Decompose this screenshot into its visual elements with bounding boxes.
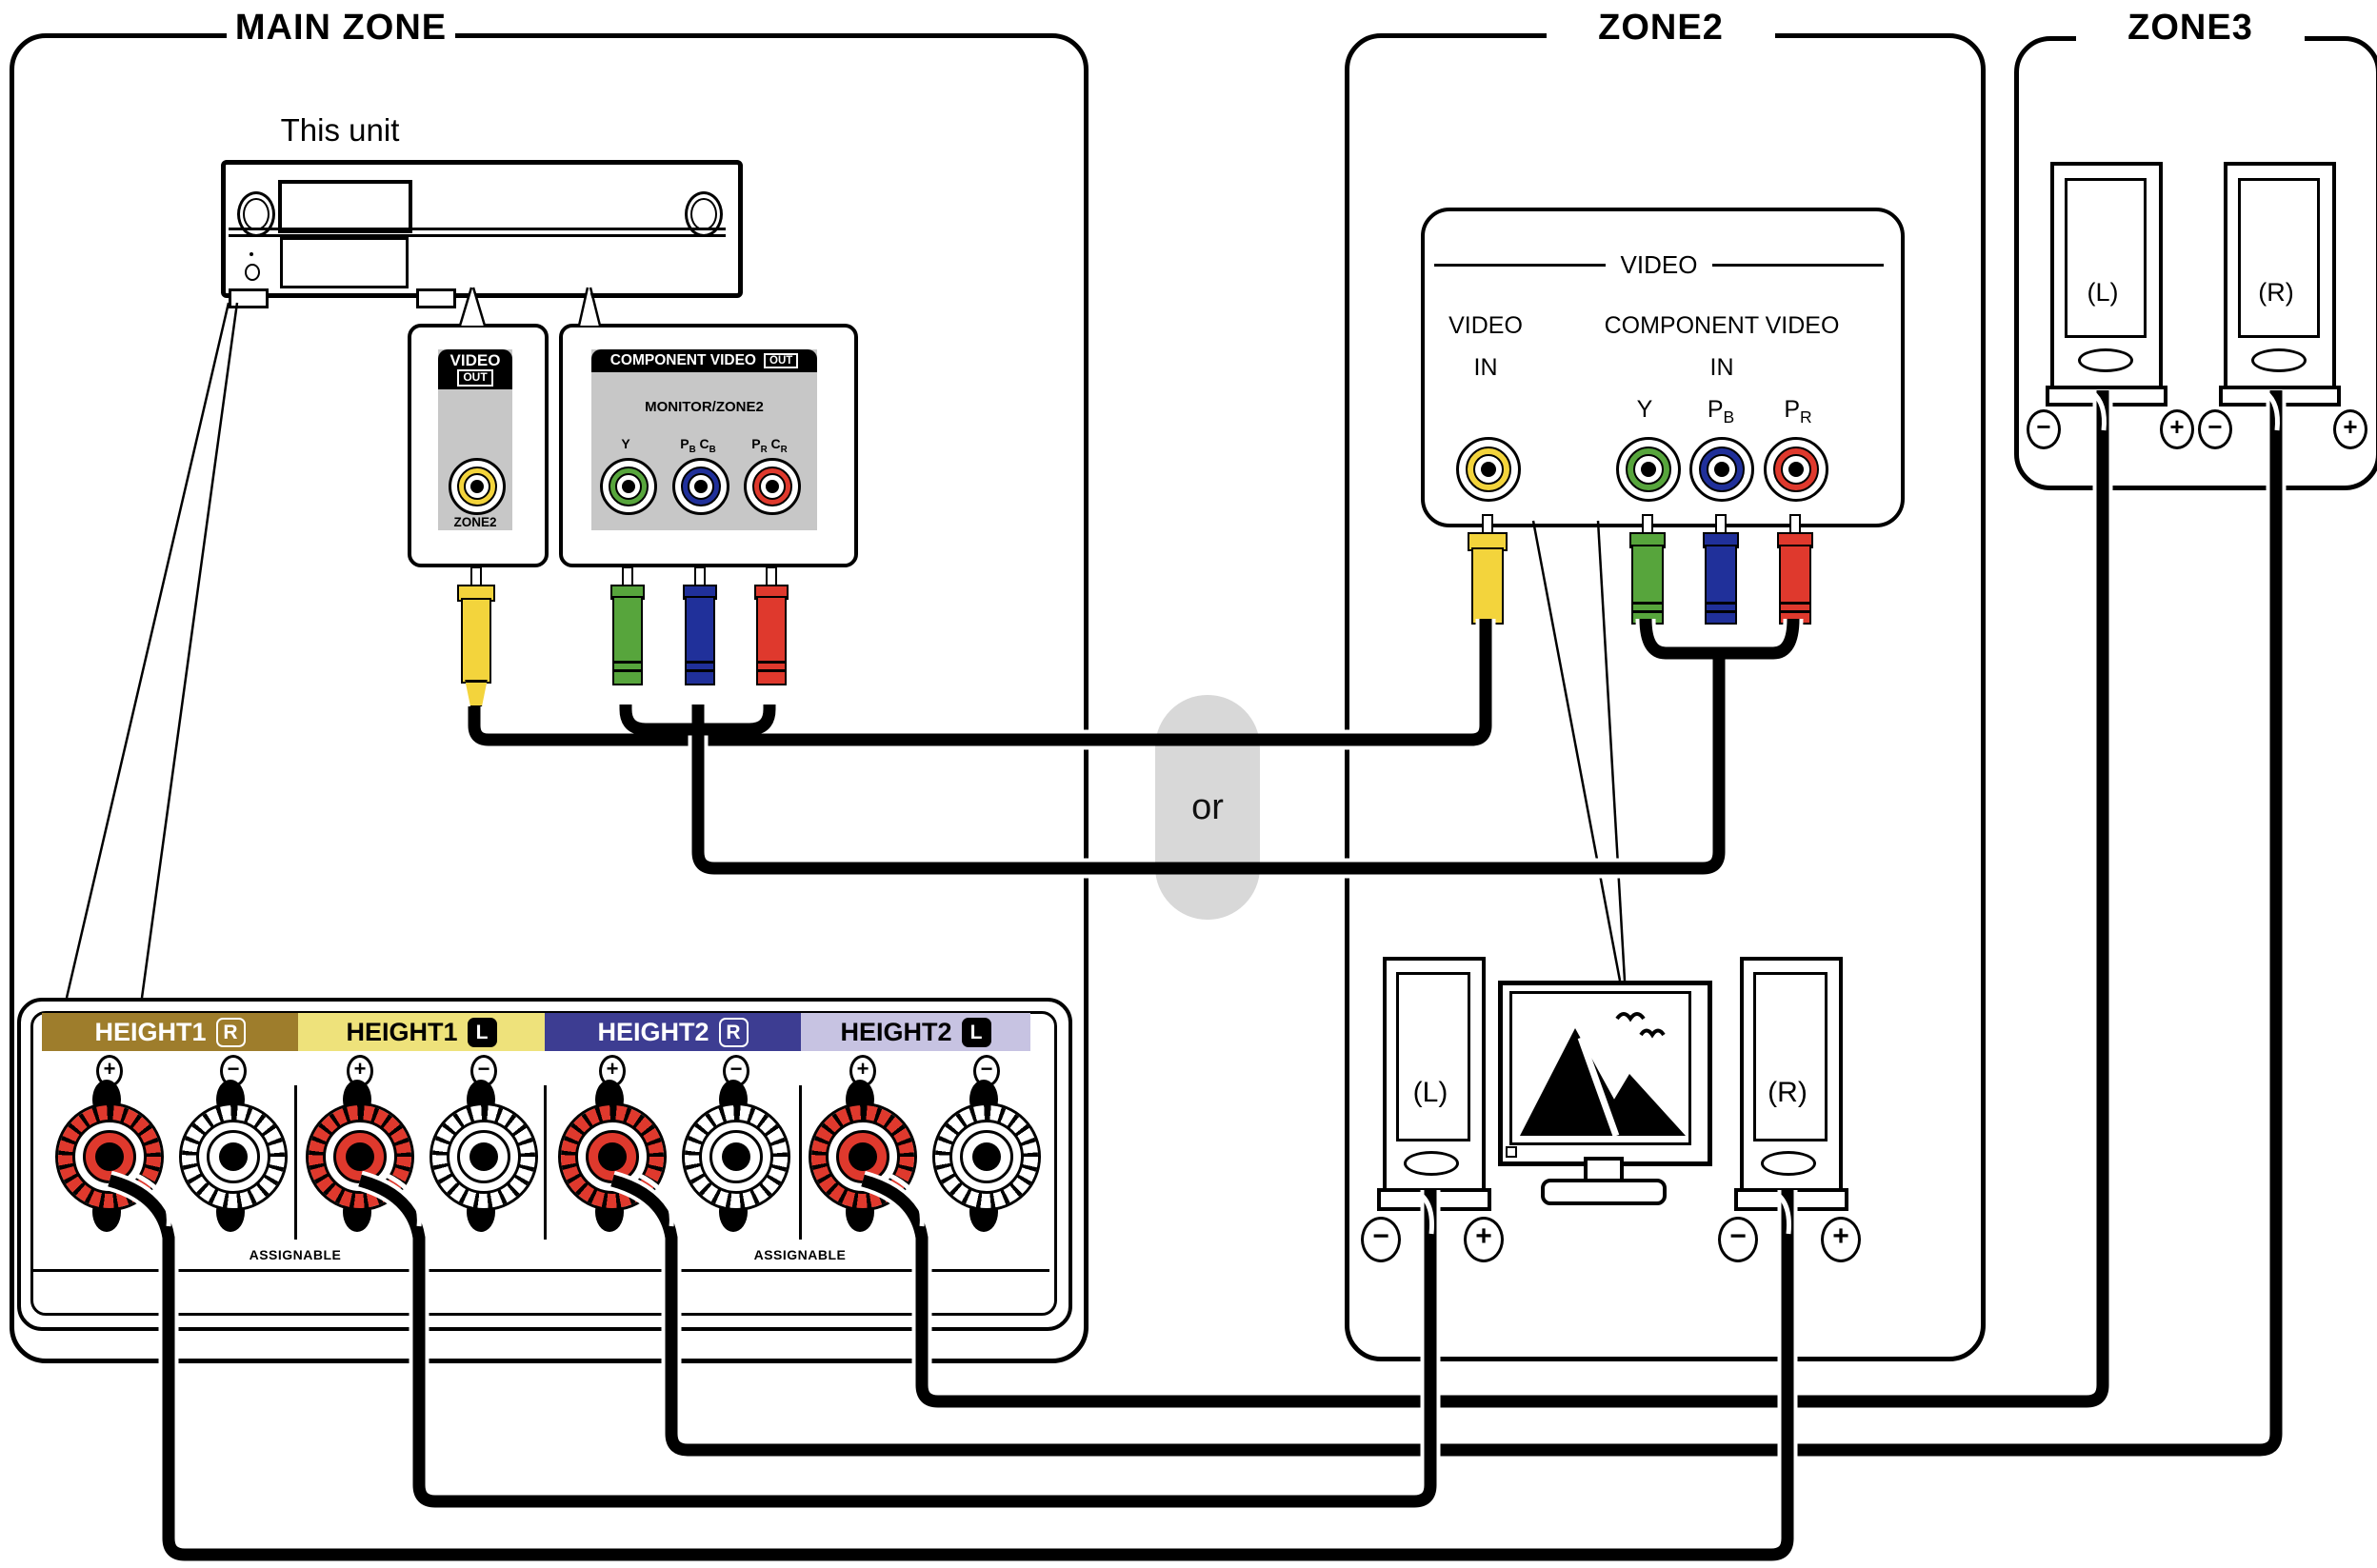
zone2-speaker-right: (R)	[1740, 957, 1843, 1198]
component-out-header: COMPONENT VIDEO OUT	[591, 349, 817, 372]
binding-post-red	[55, 1102, 164, 1211]
binding-post-white	[932, 1102, 1041, 1211]
video-out-badge: OUT	[457, 369, 493, 387]
binding-post-white	[682, 1102, 790, 1211]
video-out-header: VIDEO OUT	[438, 349, 512, 389]
zone2-panel-title-row: VIDEO	[1434, 246, 1885, 284]
receiver-power-icon	[245, 264, 260, 281]
zone3-title: ZONE3	[2076, 6, 2305, 50]
zone3-speaker-right: (R)	[2224, 162, 2336, 393]
zone2-plug-red-body	[1779, 545, 1811, 625]
zone2-label-pr: PR	[1784, 396, 1812, 427]
receiver-body	[221, 160, 743, 298]
zone3-plus-left: +	[2160, 409, 2194, 449]
component-jack-pb	[672, 458, 729, 515]
zone2-speaker-left: (L)	[1383, 957, 1486, 1198]
assignable-label-2: ASSIGNABLE	[753, 1247, 847, 1262]
zone2-component-col-sub: IN	[1709, 354, 1734, 381]
rca-plug-blue-body	[685, 596, 715, 685]
component-jack-y	[600, 458, 657, 515]
zone2-jack-pb	[1689, 437, 1754, 502]
zone2-label-pb: PB	[1707, 396, 1735, 427]
receiver-door	[280, 237, 409, 288]
zone3-speaker-right-label: (R)	[2258, 278, 2294, 307]
component-jack-pr	[744, 458, 801, 515]
main-zone-title: MAIN ZONE	[227, 6, 455, 50]
zone2-plus-right: +	[1821, 1217, 1861, 1262]
badge-r: R	[718, 1017, 749, 1047]
video-out-jack-label: ZONE2	[453, 515, 497, 529]
zone2-component-col: COMPONENT VIDEO	[1604, 312, 1840, 339]
zone2-plus-left: +	[1464, 1217, 1504, 1262]
zone3-speaker-right-base	[2219, 386, 2341, 407]
receiver-led	[250, 252, 253, 256]
badge-l: L	[961, 1017, 991, 1047]
zone3-speaker-left-label: (L)	[2087, 278, 2119, 307]
zone2-minus-right: −	[1718, 1217, 1758, 1262]
or-pill: or	[1155, 695, 1260, 920]
zone2-video-col-sub: IN	[1473, 354, 1498, 381]
assignable-label-1: ASSIGNABLE	[249, 1247, 342, 1262]
receiver-foot-left	[229, 288, 269, 308]
jack-label-pbcb: PB CB	[680, 436, 716, 455]
terminal-minus: −	[470, 1055, 497, 1087]
or-label: or	[1191, 786, 1224, 827]
rca-plug-yellow-body	[461, 598, 491, 684]
zone2-plug-yellow-body	[1471, 547, 1504, 625]
tv-stand-base	[1541, 1179, 1667, 1205]
jack-label-prcr: PR CR	[751, 436, 788, 455]
monitor-zone2-label: MONITOR/ZONE2	[645, 399, 764, 415]
panel-shelf-line	[32, 1269, 1049, 1272]
zone3-speaker-left: (L)	[2050, 162, 2163, 393]
badge-l: L	[467, 1017, 497, 1047]
zone3-minus-right: −	[2198, 409, 2232, 449]
tv-body	[1498, 981, 1712, 1166]
zone2-plug-green-body	[1631, 545, 1664, 625]
video-out-zone2-jack	[449, 458, 506, 515]
receiver-foot-right	[416, 288, 456, 308]
zone3-minus-left: −	[2027, 409, 2061, 449]
zone2-speaker-right-base	[1734, 1188, 1848, 1211]
binding-post-white	[179, 1102, 288, 1211]
binding-post-red	[306, 1102, 414, 1211]
video-out-header-text: VIDEO	[449, 351, 501, 370]
tv-screen	[1509, 991, 1691, 1145]
zone2-minus-left: −	[1361, 1217, 1401, 1262]
zone2-label-y: Y	[1636, 396, 1653, 423]
receiver-line	[229, 228, 726, 230]
receiver-line	[229, 234, 726, 237]
zone2-video-col: VIDEO	[1448, 312, 1523, 339]
jack-label-y: Y	[621, 436, 630, 451]
binding-post-white	[429, 1102, 538, 1211]
zone2-plug-blue-body	[1705, 545, 1737, 625]
zone2-video-in-jack	[1456, 437, 1521, 502]
section-divider	[294, 1085, 297, 1240]
zone3-plus-right: +	[2333, 409, 2367, 449]
rca-plug-green-body	[612, 596, 643, 685]
receiver-display	[278, 180, 412, 233]
section-divider	[799, 1085, 802, 1240]
zone2-jack-pr	[1764, 437, 1828, 502]
this-unit-label: This unit	[280, 112, 400, 148]
component-out-badge: OUT	[764, 352, 799, 369]
zone3-speaker-left-base	[2046, 386, 2167, 407]
zone2-speaker-left-base	[1377, 1188, 1491, 1211]
zone2-jack-y	[1616, 437, 1681, 502]
component-out-header-text: COMPONENT VIDEO	[609, 352, 756, 368]
zone2-speaker-right-label: (R)	[1768, 1077, 1808, 1108]
section-divider	[544, 1085, 547, 1240]
badge-r: R	[215, 1017, 246, 1047]
rca-plug-red-body	[756, 596, 787, 685]
binding-post-red	[809, 1102, 917, 1211]
binding-post-red	[558, 1102, 667, 1211]
zone2-panel-title: VIDEO	[1620, 249, 1698, 279]
zone2-title: ZONE2	[1547, 6, 1775, 50]
tv-button	[1506, 1146, 1517, 1158]
zone2-speaker-left-label: (L)	[1412, 1077, 1448, 1108]
